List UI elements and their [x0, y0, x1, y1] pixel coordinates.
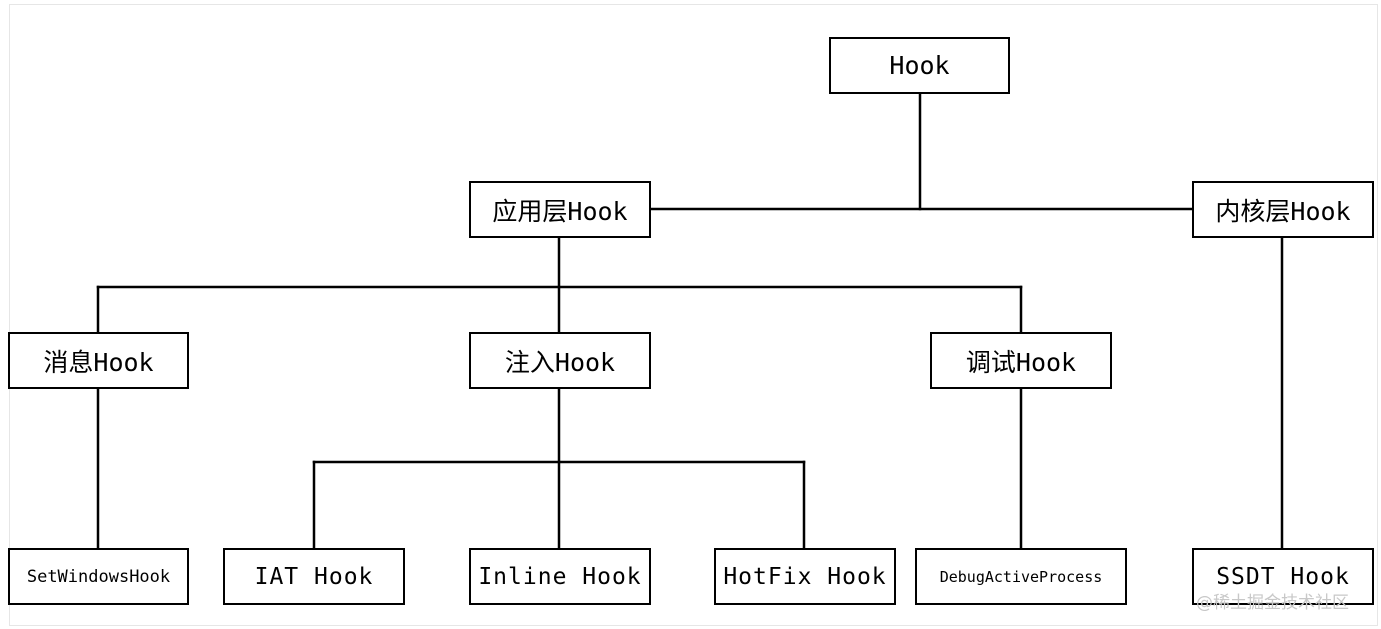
node-app-layer-hook: 应用层Hook: [469, 181, 651, 238]
node-debug-hook: 调试Hook: [930, 332, 1112, 389]
node-setwindowshook: SetWindowsHook: [8, 548, 189, 605]
node-hook-root: Hook: [829, 37, 1010, 94]
node-ssdt-hook: SSDT Hook: [1192, 548, 1374, 605]
node-hotfix-hook: HotFix Hook: [714, 548, 896, 605]
node-iat-hook: IAT Hook: [223, 548, 405, 605]
node-message-hook: 消息Hook: [8, 332, 189, 389]
node-kernel-layer-hook: 内核层Hook: [1192, 181, 1374, 238]
node-injection-hook: 注入Hook: [469, 332, 651, 389]
node-inline-hook: Inline Hook: [469, 548, 651, 605]
node-debugactiveprocess: DebugActiveProcess: [915, 548, 1127, 605]
watermark-text: @稀土掘金技术社区: [1196, 593, 1349, 613]
